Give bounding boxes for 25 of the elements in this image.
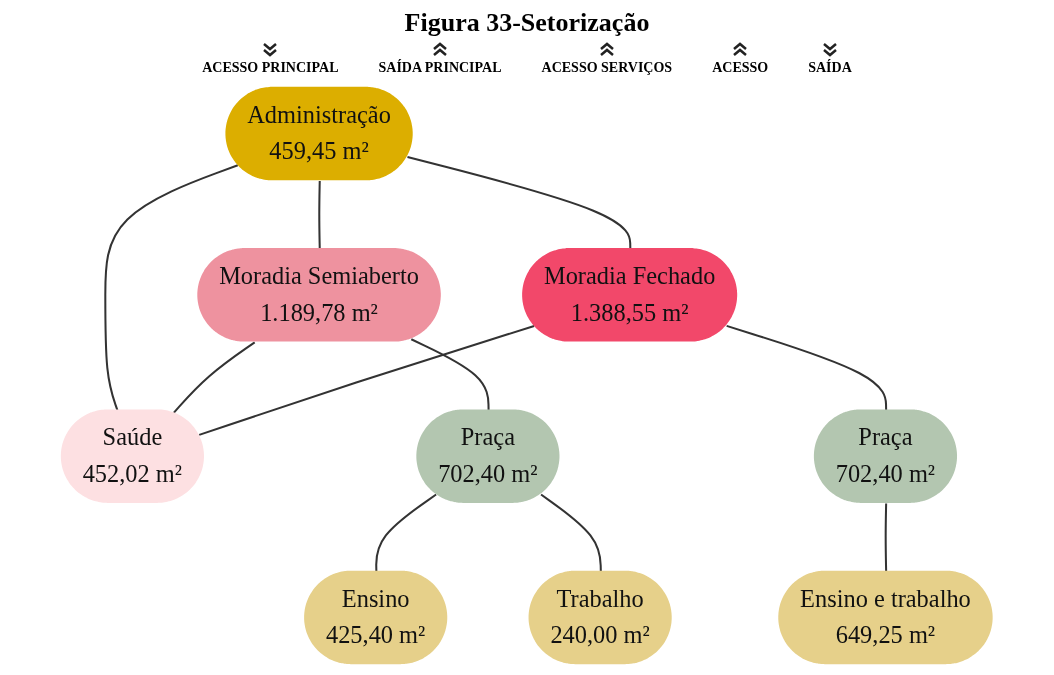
sector-node: Moradia Semiaberto 1.189,78 m² (197, 248, 442, 342)
access-label: ACESSO PRINCIPAL (202, 60, 339, 76)
access-label: SAÍDA PRINCIPAL (378, 60, 502, 76)
connector-line (199, 325, 535, 436)
access-label: ACESSO (712, 60, 769, 76)
connector-line (375, 493, 437, 572)
connector-line (540, 493, 603, 572)
access-label: SAÍDA (808, 60, 852, 76)
sector-node: Ensino e trabalho 649,25 m² (778, 570, 993, 665)
sector-node: Ensino 425,40 m² (304, 570, 448, 665)
connector-line (407, 156, 632, 249)
sector-node: Praça 702,40 m² (814, 409, 958, 503)
connector-line (318, 181, 321, 249)
connector-line (104, 164, 239, 411)
connector-line (726, 324, 888, 411)
sector-node: Administração 459,45 m² (225, 86, 413, 181)
title: Figura 33-Setorização (404, 8, 650, 38)
sector-node: Trabalho 240,00 m² (528, 570, 672, 665)
access-label: ACESSO SERVIÇOS (541, 60, 673, 76)
sector-node: Praça 702,40 m² (416, 409, 560, 503)
connector-line (884, 503, 888, 572)
sector-node: Moradia Fechado 1.388,55 m² (522, 248, 738, 342)
connector-line (411, 338, 490, 411)
connector-line (173, 341, 256, 414)
sector-node: Saúde 452,02 m² (61, 409, 205, 503)
